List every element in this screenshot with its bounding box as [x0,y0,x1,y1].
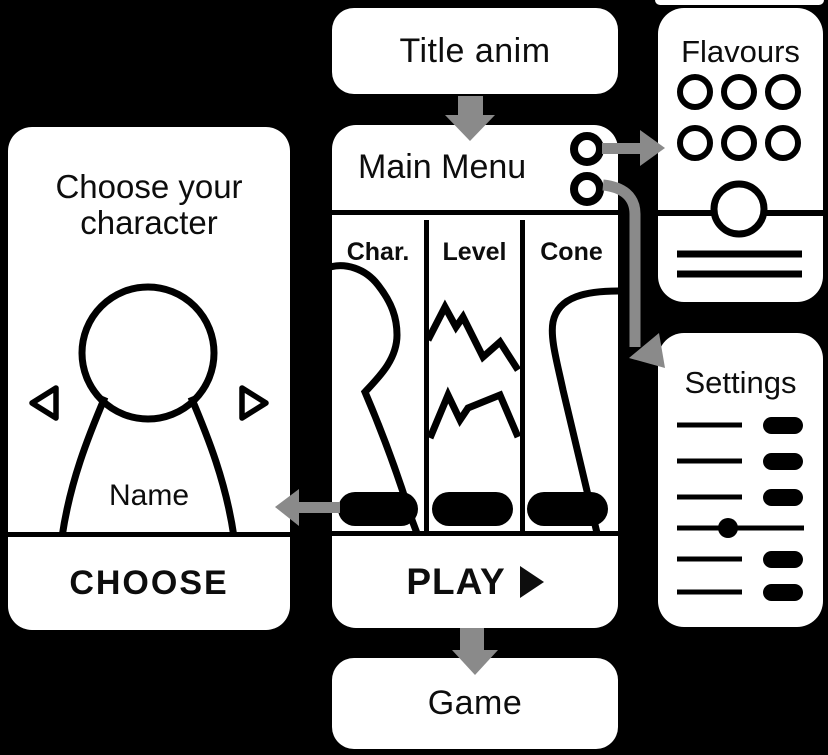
main-menu-columns: Char. Level Cone [332,220,618,531]
settings-screen: Settings [658,333,823,627]
choose-heading: Choose your character [55,168,243,241]
flavours-title: Flavours [681,34,800,69]
flavour-option[interactable] [677,125,713,161]
column-label-level: Level [442,238,507,266]
character-head [78,283,218,423]
flavours-body [658,74,823,278]
column-divider [520,220,525,531]
setting-toggle[interactable] [763,551,803,568]
flavour-option[interactable] [721,125,757,161]
character-name-label: Name [108,479,190,512]
selected-flavour-circle[interactable] [710,180,768,238]
choose-button[interactable]: CHOOSE [8,532,290,630]
play-button[interactable]: PLAY [332,531,618,628]
column-label-cone: Cone [540,238,603,266]
level-sketch-upper [424,299,521,372]
flavour-option[interactable] [721,74,757,110]
character-figure [29,283,269,537]
flavour-option[interactable] [765,74,801,110]
cone-select-pill[interactable] [527,492,608,526]
setting-toggle[interactable] [763,417,803,434]
setting-toggle[interactable] [763,584,803,601]
flavours-screen: Flavours [658,8,823,302]
title-anim-screen: Title anim [332,8,618,94]
char-select-pill[interactable] [338,492,418,526]
menu-column-sketches [332,262,618,531]
setting-toggle[interactable] [763,453,803,470]
level-select-pill[interactable] [432,492,513,526]
setting-slider-knob[interactable] [718,518,738,538]
flavour-option[interactable] [765,125,801,161]
character-body-right [187,395,238,537]
main-menu-header: Main Menu [332,125,618,215]
character-body-left [58,395,109,537]
setting-toggle[interactable] [763,489,803,506]
choose-character-screen: Choose your character Name CHOOSE [8,127,290,630]
game-screen: Game [332,658,618,749]
game-label: Game [427,684,523,722]
main-menu-screen: Main Menu Char. Level Cone PLAY [332,125,618,628]
flavour-option[interactable] [677,74,713,110]
settings-button[interactable] [570,172,604,206]
next-character-icon[interactable] [239,385,269,421]
choose-button-label: CHOOSE [69,564,229,602]
level-sketch-lower [426,386,522,440]
char-sketch [332,262,420,531]
flavours-button[interactable] [570,132,604,166]
main-menu-title: Main Menu [358,148,527,186]
title-anim-label: Title anim [399,31,551,70]
play-label: PLAY [406,561,506,602]
offscreen-panel-edge [655,0,824,5]
column-divider [424,220,429,531]
play-icon [519,566,544,598]
prev-character-icon[interactable] [29,385,59,421]
column-label-char: Char. [346,238,410,266]
settings-body [677,417,804,601]
cone-sketch [548,287,618,531]
settings-title: Settings [684,365,797,400]
